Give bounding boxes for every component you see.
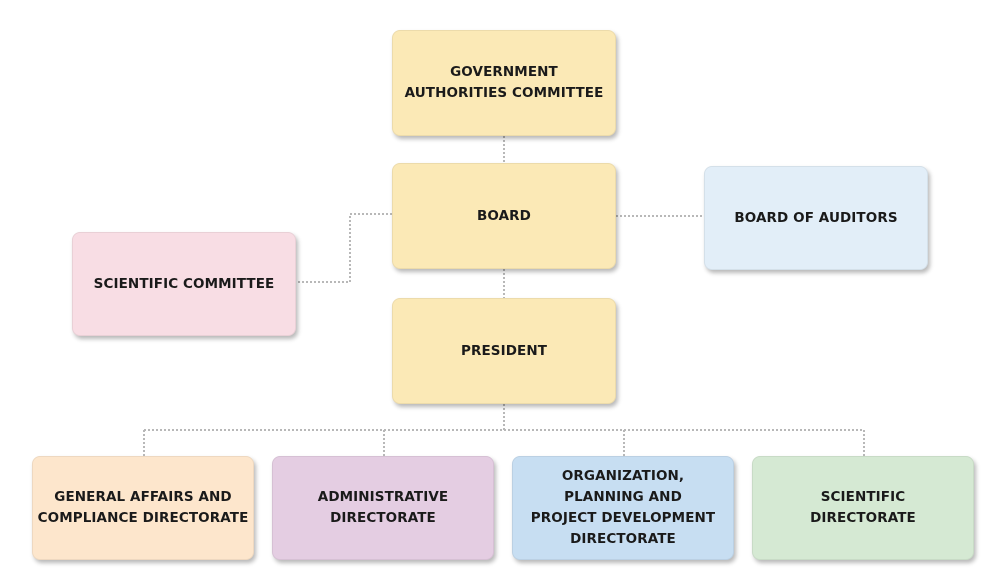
node-board: BOARD bbox=[392, 163, 616, 269]
node-organization-directorate: ORGANIZATION, PLANNING AND PROJECT DEVEL… bbox=[512, 456, 734, 560]
node-president: PRESIDENT bbox=[392, 298, 616, 404]
node-label: BOARD OF AUDITORS bbox=[734, 209, 898, 226]
node-government-authorities-committee: GOVERNMENT AUTHORITIES COMMITTEE bbox=[392, 30, 616, 136]
node-administrative-directorate: ADMINISTRATIVE DIRECTORATE bbox=[272, 456, 494, 560]
node-label: SCIENTIFIC DIRECTORATE bbox=[810, 489, 916, 526]
node-label: PRESIDENT bbox=[460, 342, 548, 359]
node-label: GOVERNMENT AUTHORITIES COMMITTEE bbox=[404, 64, 604, 101]
node-scientific-directorate: SCIENTIFIC DIRECTORATE bbox=[752, 456, 974, 560]
node-scientific-committee: SCIENTIFIC COMMITTEE bbox=[72, 232, 296, 336]
connector-board-scientific-committee bbox=[296, 213, 392, 283]
node-label: BOARD bbox=[477, 207, 531, 224]
node-label: ADMINISTRATIVE DIRECTORATE bbox=[317, 489, 449, 526]
node-label: ORGANIZATION, PLANNING AND PROJECT DEVEL… bbox=[530, 468, 716, 547]
node-general-affairs-directorate: GENERAL AFFAIRS AND COMPLIANCE DIRECTORA… bbox=[32, 456, 254, 560]
node-label: GENERAL AFFAIRS AND COMPLIANCE DIRECTORA… bbox=[37, 489, 249, 526]
node-label: SCIENTIFIC COMMITTEE bbox=[93, 275, 275, 292]
node-board-of-auditors: BOARD OF AUDITORS bbox=[704, 166, 928, 270]
